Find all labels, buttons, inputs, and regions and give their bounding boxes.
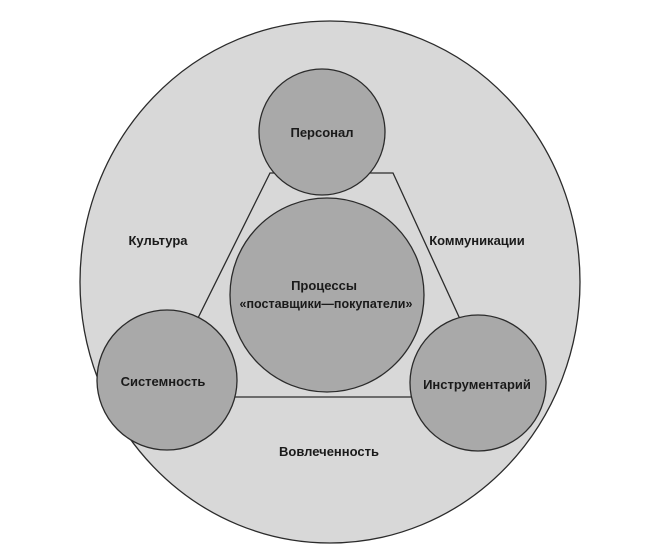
- label-tools: Инструментарий: [423, 377, 531, 392]
- center-node-processes: [229, 197, 425, 393]
- node-personnel: [258, 68, 386, 196]
- label-involvement: Вовлеченность: [279, 444, 379, 459]
- label-culture: Культура: [128, 233, 188, 248]
- label-center-line1: Процессы: [291, 278, 357, 293]
- label-systemic: Системность: [121, 374, 206, 389]
- label-communications: Коммуникации: [429, 233, 525, 248]
- label-center-line2: «поставщики—покупатели»: [240, 297, 413, 311]
- node-systemic: [96, 309, 238, 451]
- node-tools: [409, 314, 547, 452]
- label-personnel: Персонал: [290, 125, 353, 140]
